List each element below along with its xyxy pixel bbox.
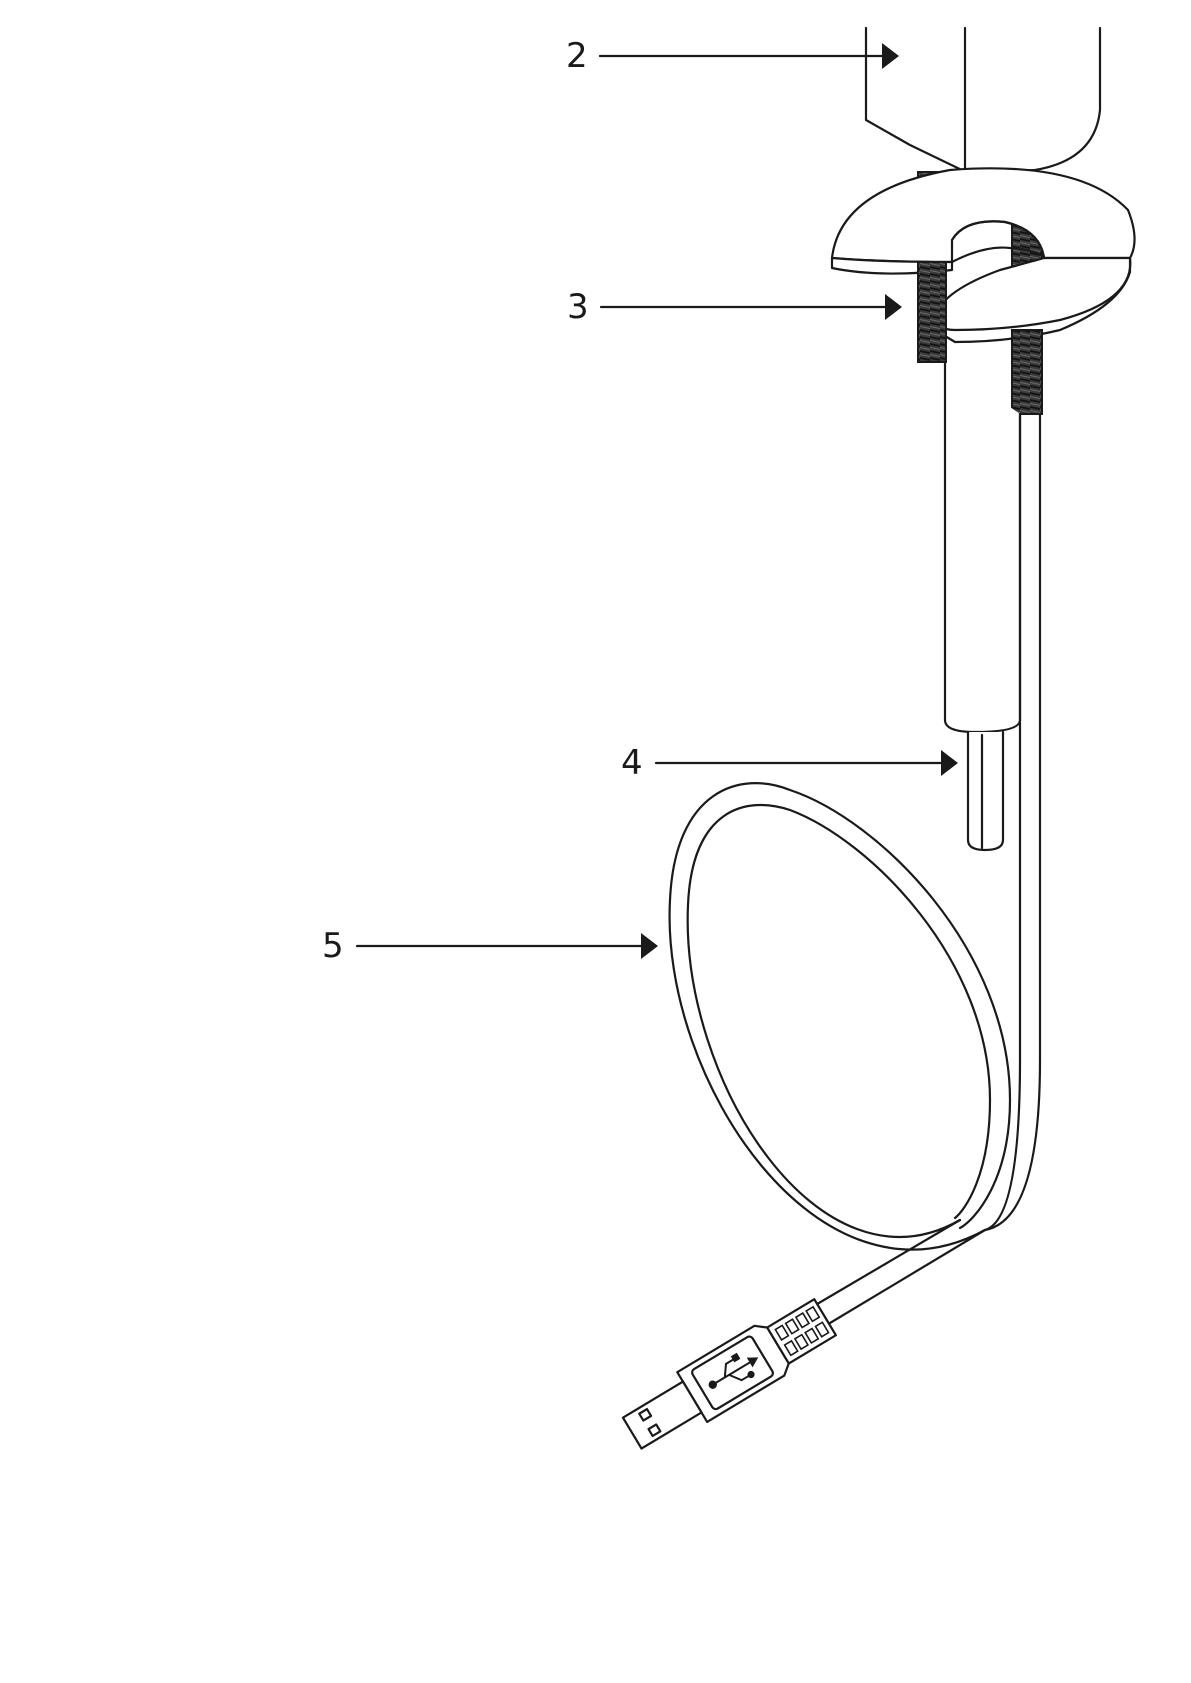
callout-label-4: 4 — [621, 743, 643, 783]
callout-3: 3 — [567, 287, 902, 327]
callout-5: 5 — [322, 926, 658, 966]
callout-label-3: 3 — [567, 287, 589, 327]
callout-label-5: 5 — [322, 926, 344, 966]
callout-label-2: 2 — [566, 36, 588, 76]
callout-4: 4 — [621, 743, 958, 783]
clamp-plate — [832, 168, 1135, 342]
usb-connector — [617, 1292, 840, 1458]
arrow-icon — [885, 294, 902, 320]
probe-tube — [945, 362, 1020, 850]
device-housing — [866, 28, 1100, 173]
arrow-icon — [941, 750, 958, 776]
arrow-icon — [641, 933, 658, 959]
callout-2: 2 — [566, 36, 899, 76]
